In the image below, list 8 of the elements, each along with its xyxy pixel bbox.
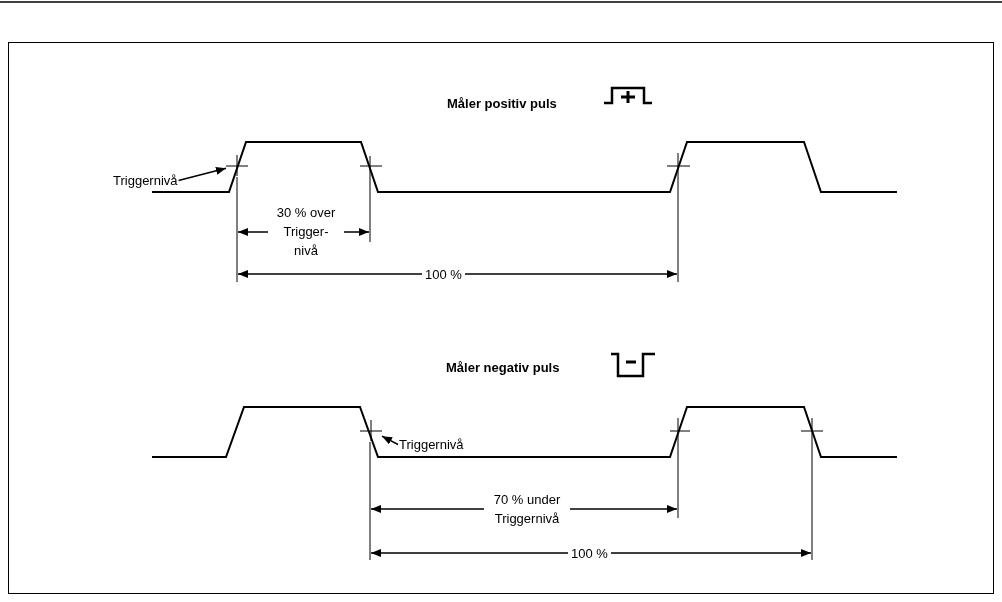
- section-title: Måler positiv puls: [447, 95, 557, 113]
- leader-line: [381, 435, 399, 446]
- trigger-crosshair-mark: [225, 154, 249, 177]
- trigger-level-label: Triggernivå: [399, 435, 464, 454]
- leader-line: [177, 166, 227, 182]
- section-title: Måler negativ puls: [446, 359, 560, 377]
- trigger-level-label: Triggernivå: [113, 171, 178, 190]
- trigger-crosshair-mark: [359, 419, 383, 442]
